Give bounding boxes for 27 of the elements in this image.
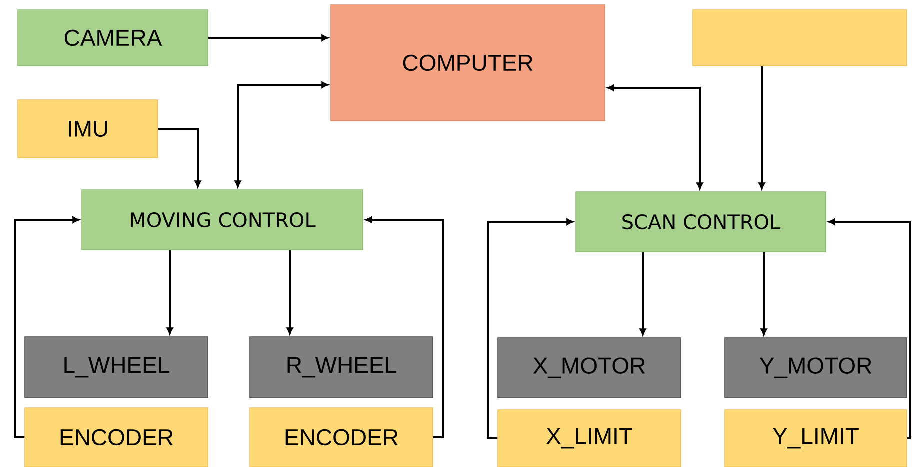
sensor-box: Y_LIMIT xyxy=(724,410,908,467)
actuator-box: X_MOTOR xyxy=(498,338,682,398)
arrow xyxy=(608,84,704,190)
sensor-box: ENCODER xyxy=(250,408,434,467)
arrow xyxy=(286,250,294,334)
arrow xyxy=(14,216,80,438)
input-box: CAMERA xyxy=(18,10,208,66)
computer-box: COMPUTER xyxy=(330,4,606,122)
input-box xyxy=(692,10,908,66)
sensor-box: ENCODER xyxy=(24,408,208,467)
arrow xyxy=(640,252,646,336)
control-box: MOVING CONTROL xyxy=(82,190,364,250)
arrow xyxy=(158,128,202,188)
arrow xyxy=(828,218,911,440)
actuator-box: R_WHEEL xyxy=(250,336,434,398)
actuator-box: Y_MOTOR xyxy=(724,338,908,398)
arrow xyxy=(487,218,574,440)
input-box: IMU xyxy=(18,100,158,158)
arrow xyxy=(366,216,444,438)
actuator-box: L_WHEEL xyxy=(24,336,208,398)
arrow xyxy=(234,82,328,188)
arrow xyxy=(166,250,174,334)
sensor-box: X_LIMIT xyxy=(498,410,682,467)
arrow xyxy=(208,34,328,42)
arrow xyxy=(758,66,766,190)
control-box: SCAN CONTROL xyxy=(576,192,826,252)
arrow xyxy=(760,252,768,336)
